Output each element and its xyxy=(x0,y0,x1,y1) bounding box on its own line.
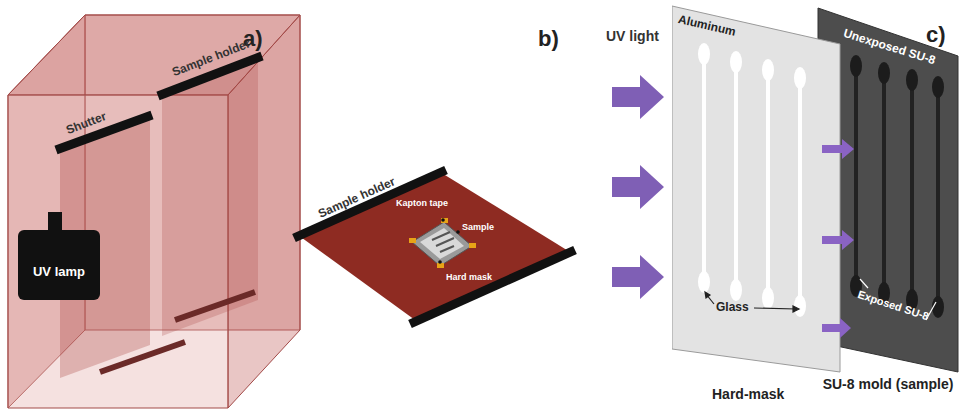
kapton-tape xyxy=(441,218,448,223)
kapton-tape xyxy=(437,263,444,268)
uv-lamp: UV lamp xyxy=(18,230,100,300)
holder-plane xyxy=(162,58,258,336)
part-label: Hard mask xyxy=(446,272,492,282)
holder-sheet xyxy=(298,172,570,320)
panel-letter: c) xyxy=(926,22,946,48)
panel-outline xyxy=(672,4,844,414)
arrow-label: UV light xyxy=(606,28,659,44)
kapton-tape xyxy=(409,238,416,243)
panel-title: SU-8 mold (sample) xyxy=(822,376,954,392)
kapton-tape xyxy=(469,243,476,248)
part-label: Kapton tape xyxy=(396,198,448,208)
hard-mask xyxy=(420,228,464,259)
lamp-label: UV lamp xyxy=(33,264,85,279)
lamp-knob xyxy=(48,212,62,232)
hard-mask-panel: AluminumGlassHard-mask xyxy=(672,4,844,414)
part-label: Sample xyxy=(462,222,494,232)
panel-title: Hard-mask xyxy=(712,386,784,402)
rail xyxy=(175,292,255,320)
uv-box xyxy=(8,15,300,408)
panel-letter: b) xyxy=(538,26,559,52)
rail xyxy=(100,342,185,372)
uv-arrow xyxy=(612,75,664,299)
glass-label: Glass xyxy=(716,300,749,314)
